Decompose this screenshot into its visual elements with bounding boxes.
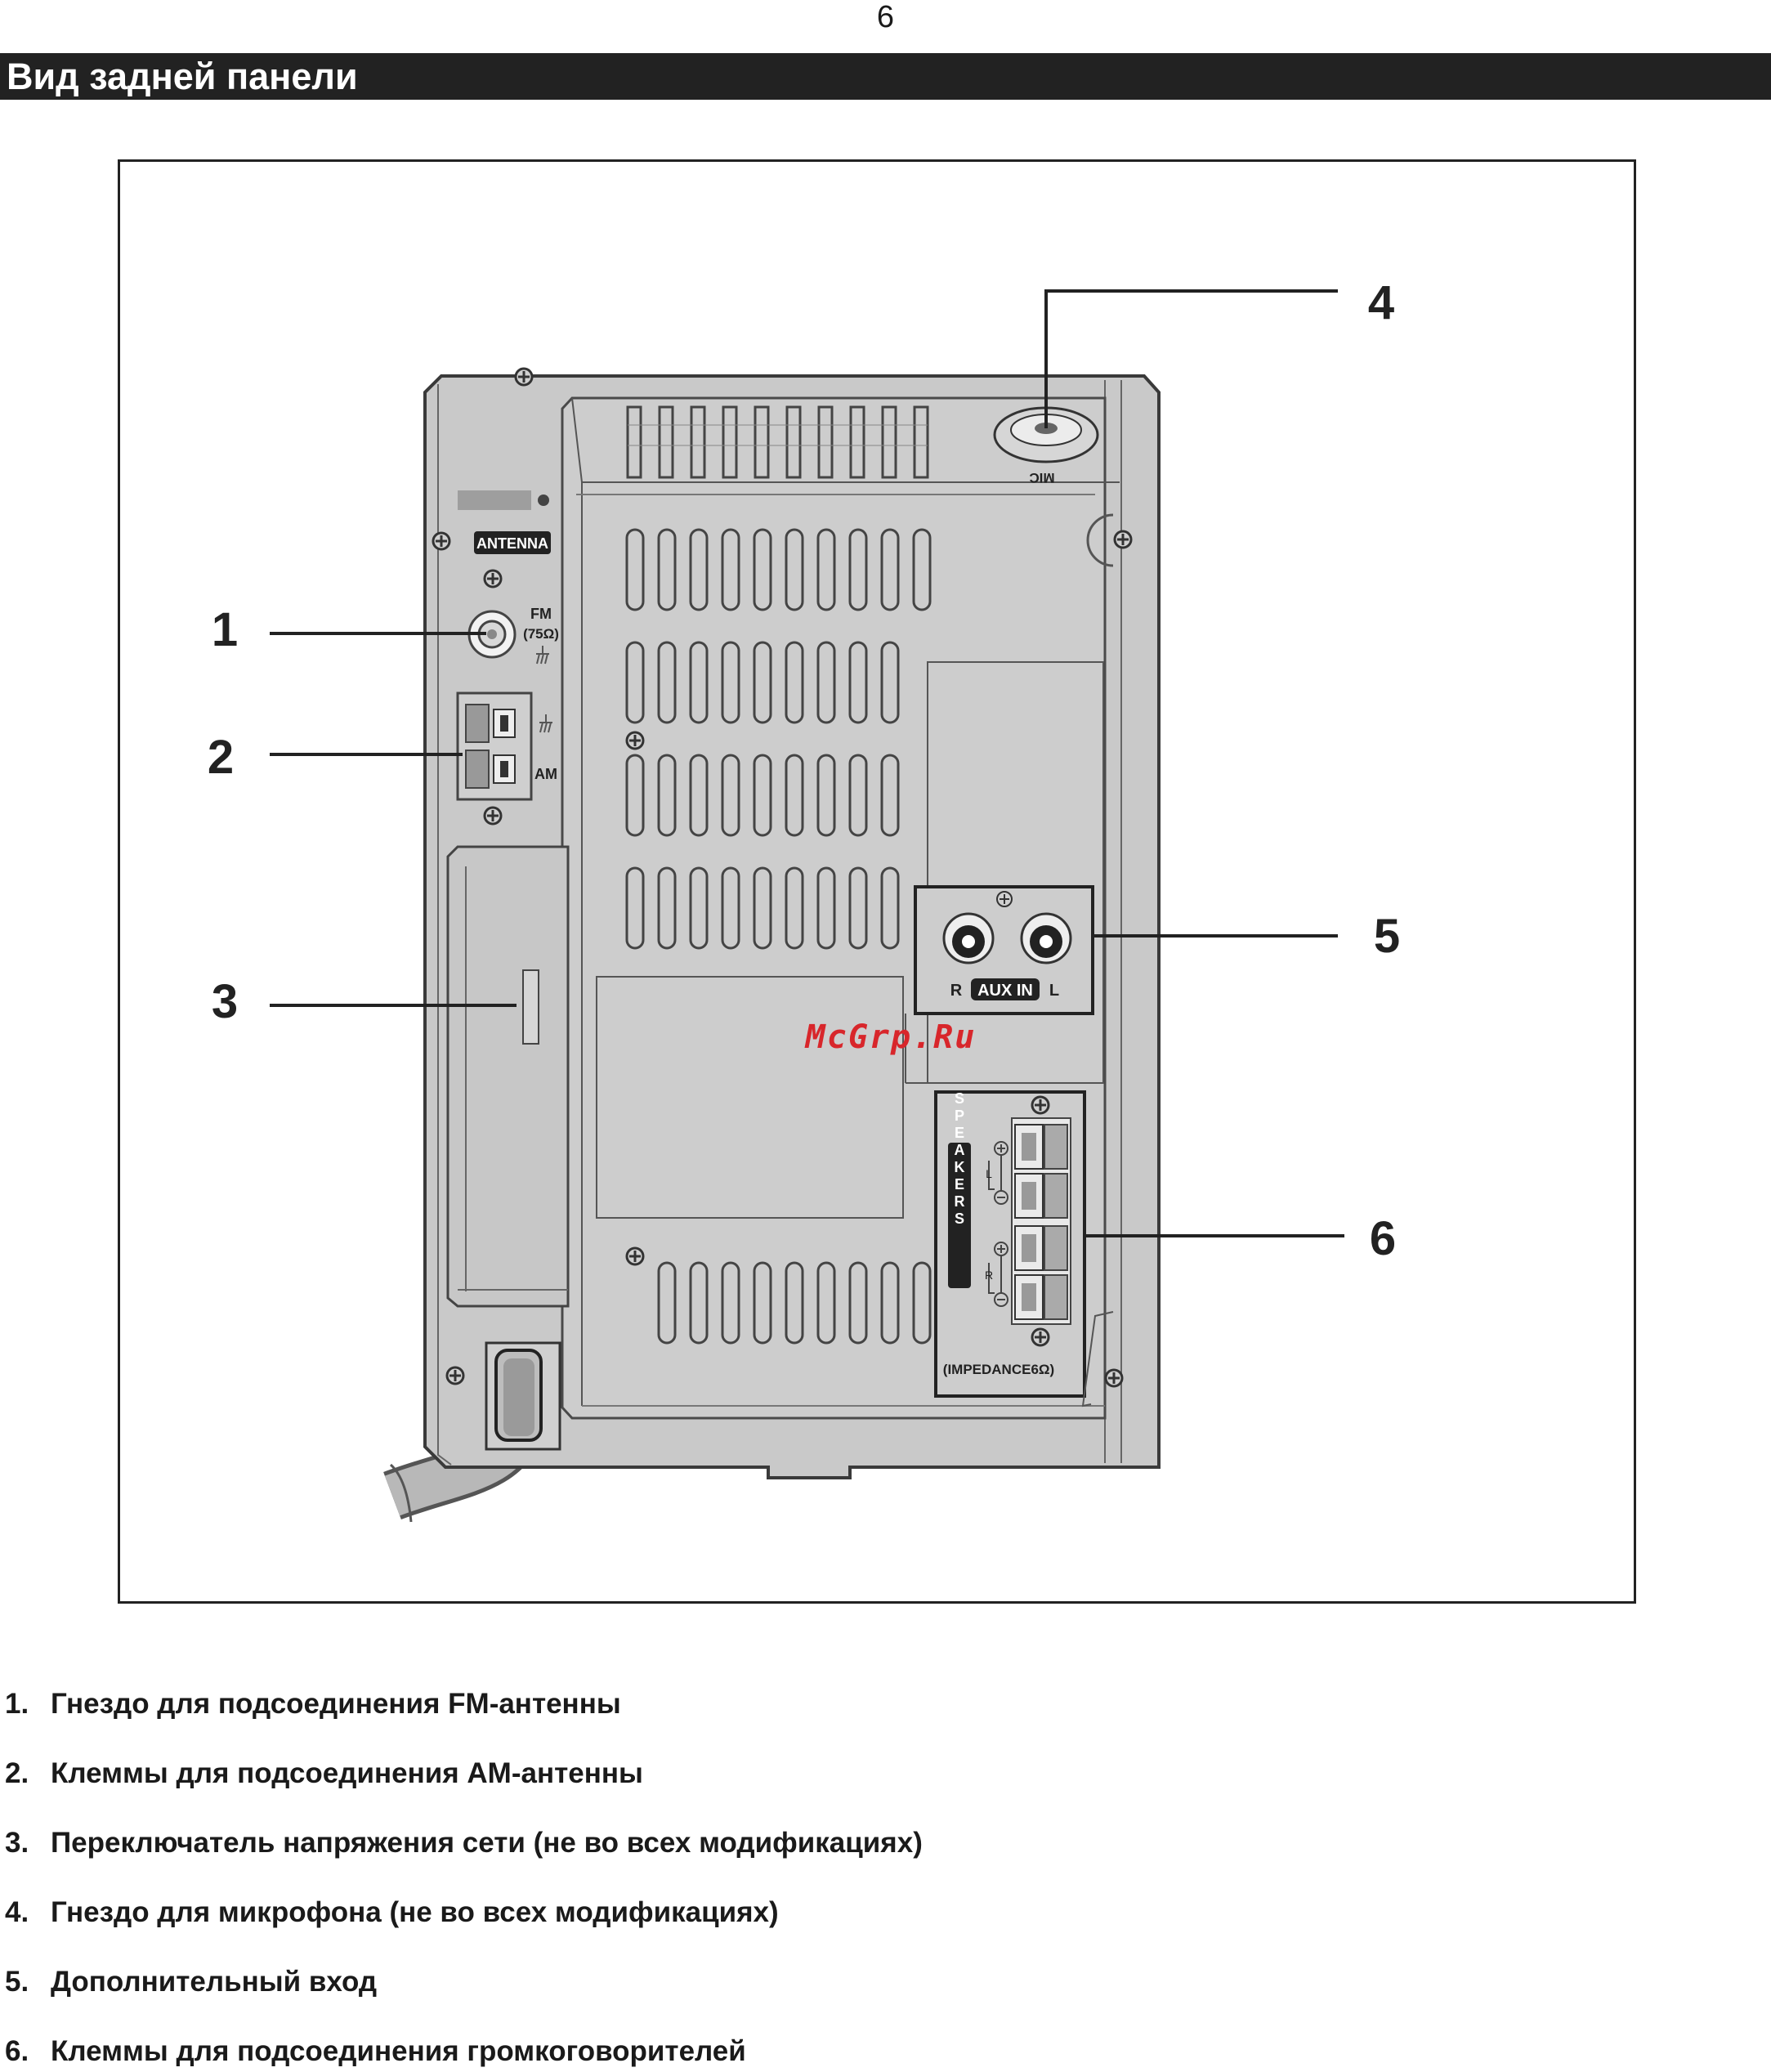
- list-item: 6. Клеммы для подсоединения громкоговорит…: [5, 2034, 746, 2069]
- callout-number: 4: [1368, 276, 1394, 329]
- speaker-terminals: [1011, 1117, 1071, 1325]
- list-item: 2. Клеммы для подсоединения AM-антенны: [5, 1757, 643, 1791]
- am-antenna-terminals: [456, 691, 533, 801]
- label-plate: [596, 976, 904, 1219]
- ground-icon: [539, 714, 552, 733]
- mic-label: MIC: [1029, 470, 1054, 486]
- power-inlet: [485, 1341, 561, 1451]
- list-item: 3. Переключатель напряжения сети (не во в…: [5, 1826, 923, 1860]
- list-item-text: Переключатель напряжения сети (не во все…: [51, 1827, 923, 1859]
- callout-number: 5: [1374, 910, 1400, 963]
- aux-in-label: AUX IN: [977, 982, 1033, 1000]
- fm-label: FM: [530, 606, 552, 622]
- callout-number: 1: [212, 603, 238, 656]
- aux-r-label: R: [950, 982, 963, 1000]
- callout-number: 6: [1370, 1212, 1396, 1265]
- screw-icons: [432, 367, 1133, 1388]
- antenna-label: ANTENNA: [476, 535, 548, 552]
- impedance-label: (IMPEDANCE6Ω): [943, 1362, 1054, 1377]
- callout-number: 2: [208, 731, 234, 784]
- voltage-selector: [446, 845, 570, 1308]
- aux-in-jack-l: [1020, 912, 1072, 964]
- list-item-number: 5.: [5, 1966, 29, 1998]
- fm-impedance-label: (75Ω): [523, 626, 559, 642]
- indicator-led: [538, 495, 549, 506]
- list-item-text: Гнездо для микрофона (не во всех модифик…: [51, 1896, 779, 1928]
- list-item-number: 6.: [5, 2035, 29, 2067]
- list-item-text: Гнездо для подсоединения FM-антенны: [51, 1688, 621, 1720]
- page-title: Вид задней панели: [7, 56, 358, 97]
- page-number: 6: [876, 0, 895, 34]
- polarity-icons: [988, 1141, 1008, 1307]
- list-item-number: 2.: [5, 1757, 29, 1789]
- mic-jack: [993, 406, 1099, 463]
- leader-lines: [270, 289, 1344, 1237]
- vent-slots: [625, 528, 932, 1345]
- section-title-bar: Вид задней панели: [0, 53, 1771, 100]
- aux-in-jack-r: [942, 912, 995, 964]
- list-item-number: 4.: [5, 1896, 29, 1928]
- model-plate: [458, 490, 531, 510]
- speaker-l-label: L: [986, 1167, 992, 1180]
- list-item: 4. Гнездо для микрофона (не во всех модиф…: [5, 1895, 779, 1930]
- list-item-text: Клеммы для подсоединения громкоговорител…: [51, 2035, 746, 2067]
- top-vents: [626, 405, 929, 479]
- list-item: 1. Гнездо для подсоединения FM-антенны: [5, 1687, 621, 1721]
- list-item-number: 3.: [5, 1827, 29, 1859]
- speaker-r-label: R: [985, 1269, 993, 1282]
- list-item-text: Клеммы для подсоединения AM-антенны: [51, 1757, 643, 1789]
- speakers-label: SPEAKERS: [951, 1090, 968, 1228]
- aux-l-label: L: [1049, 982, 1059, 1000]
- ground-icon: [536, 646, 549, 665]
- am-label: AM: [534, 766, 557, 782]
- watermark-text: McGrp.Ru: [804, 1018, 977, 1056]
- rear-panel-diagram: ANTENNA FM (75Ω) AM MIC: [208, 276, 1400, 1523]
- list-item-text: Дополнительный вход: [51, 1966, 378, 1998]
- list-item-number: 1.: [5, 1688, 29, 1720]
- list-item: 5. Дополнительный вход: [5, 1965, 377, 1999]
- diagram-frame: [118, 159, 1636, 1604]
- callout-number: 3: [212, 975, 238, 1028]
